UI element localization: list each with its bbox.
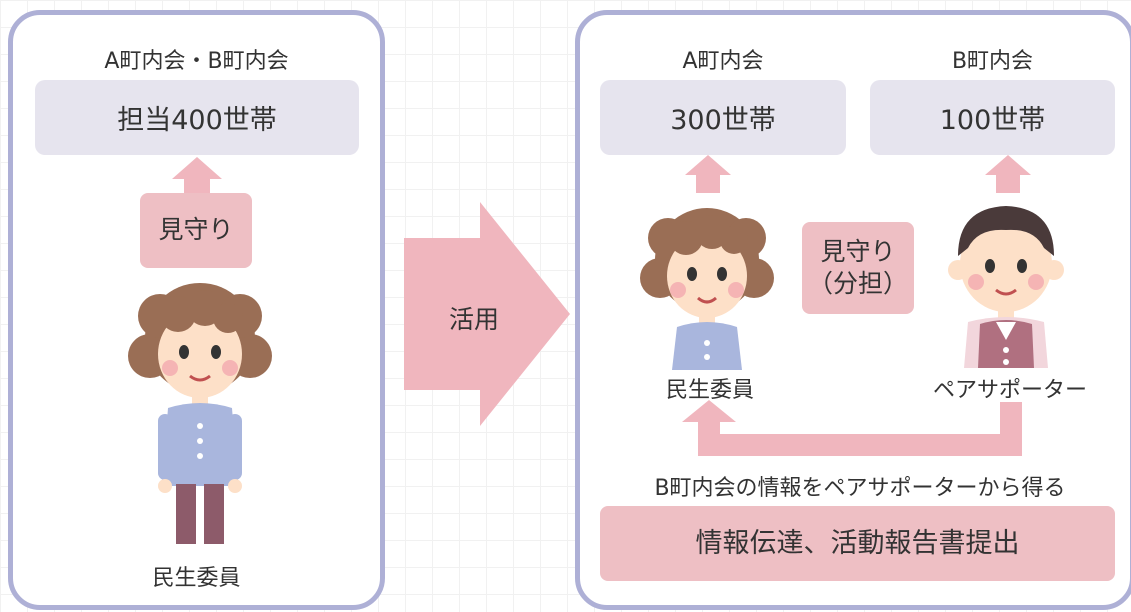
shared-watch-line2: （分担）	[807, 269, 908, 298]
pair-supporter-figure	[948, 206, 1064, 368]
report-submission-box: 情報伝達、活動報告書提出	[600, 506, 1115, 581]
right-welfare-commissioner-figure	[640, 208, 774, 370]
right-person2-label: ペアサポーター	[932, 378, 1087, 403]
left-households-box: 担当400世帯	[35, 80, 359, 155]
right-up-arrow-a	[685, 155, 731, 193]
info-return-arrow	[682, 400, 1022, 456]
a-households-box: 300世帯	[600, 80, 846, 155]
left-welfare-commissioner-figure	[128, 283, 272, 544]
left-person-label: 民生委員	[152, 566, 241, 591]
utilize-label: 活用	[448, 305, 499, 334]
shared-watch-box: 見守り （分担）	[802, 222, 914, 314]
right-person1-label: 民生委員	[665, 378, 754, 403]
right-up-arrow-b	[985, 155, 1031, 193]
utilize-arrow	[404, 202, 570, 426]
shared-watch-line1: 見守り	[820, 236, 896, 266]
a-association-header: A町内会	[682, 49, 764, 74]
left-watch-box: 見守り	[140, 193, 252, 268]
b-households-box: 100世帯	[870, 80, 1115, 155]
left-header: A町内会・B町内会	[104, 49, 289, 74]
left-up-arrow	[172, 157, 222, 197]
b-association-header: B町内会	[951, 49, 1034, 74]
info-source-text: B町内会の情報をペアサポーターから得る	[654, 476, 1066, 501]
